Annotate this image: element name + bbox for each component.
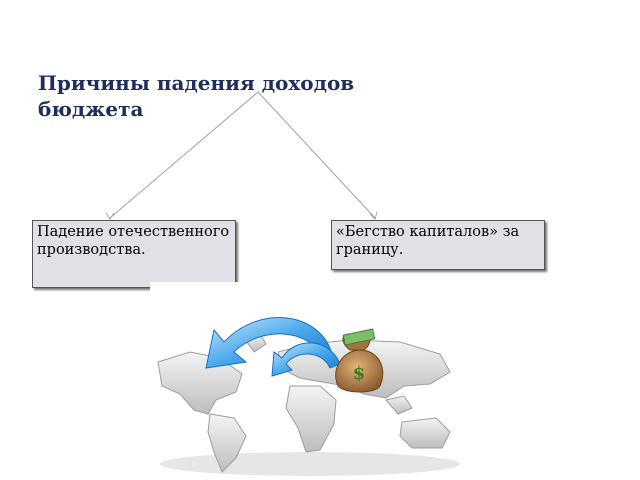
large-blue-arrow — [205, 317, 333, 369]
cause-node-production: Падение отечественного производства. — [32, 220, 236, 288]
arrowhead-left — [105, 212, 115, 220]
connector-right — [257, 91, 376, 219]
islands-shape — [385, 395, 413, 415]
arrowhead-right — [369, 211, 378, 220]
africa-shape — [285, 385, 337, 453]
world-map-capital-flight-image: $ — [150, 282, 470, 478]
dollar-symbol: $ — [353, 363, 366, 384]
money-bag-icon: $ — [335, 328, 384, 393]
cause-node-capital-flight: «Бегство капиталов» за границу. — [331, 220, 545, 270]
diagram-title: Причины падения доходов бюджета — [38, 71, 355, 121]
australia-shape — [399, 417, 451, 449]
south-america-shape — [207, 413, 247, 473]
map-shadow — [160, 452, 460, 476]
connector-left — [109, 91, 259, 219]
small-blue-arrow — [271, 342, 341, 377]
